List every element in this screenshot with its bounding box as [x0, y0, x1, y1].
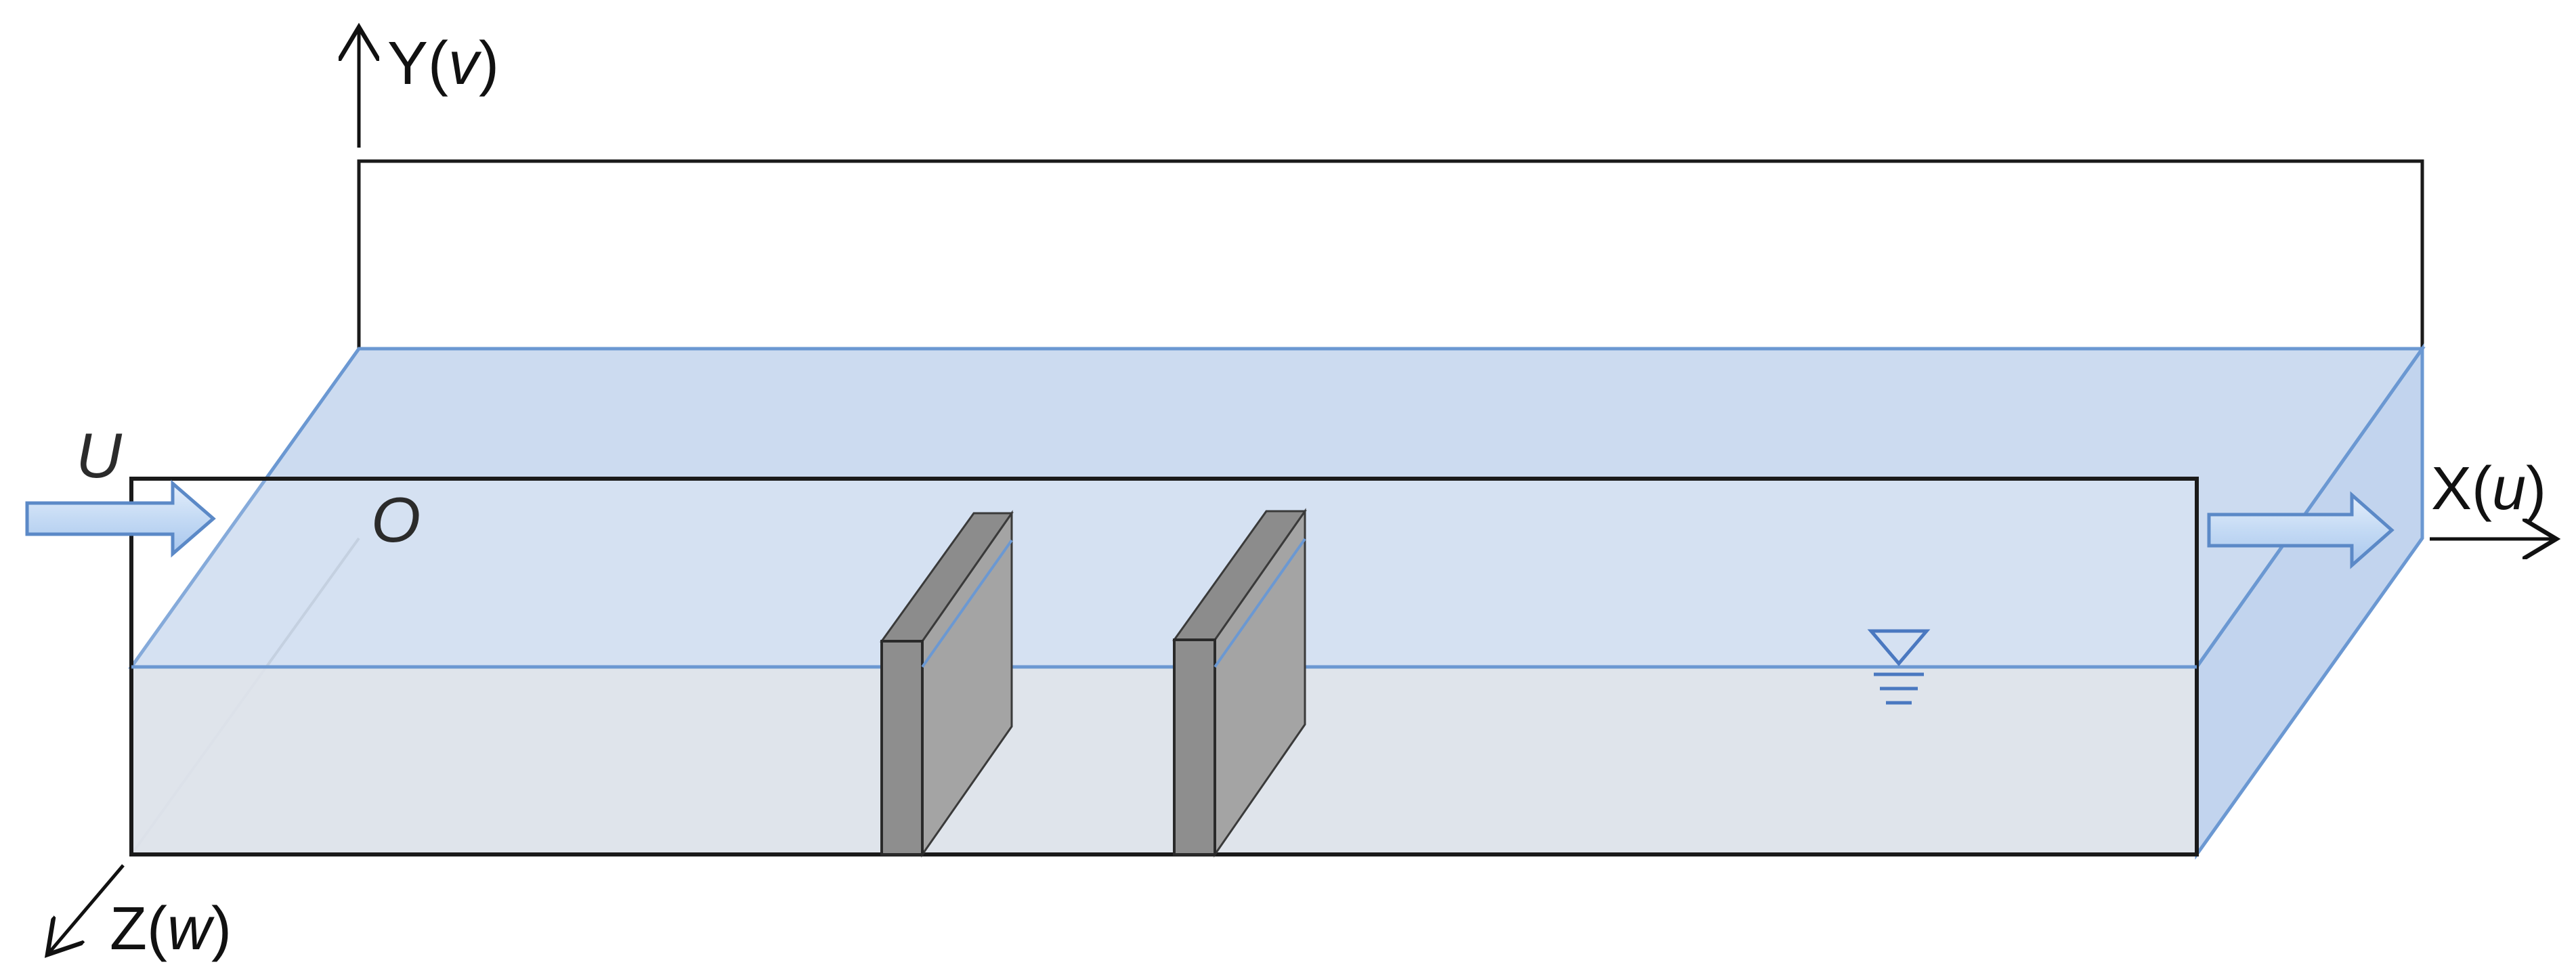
water-front-face: [131, 667, 2197, 854]
baffle-1: [880, 510, 1014, 858]
inflow-velocity-label: U: [76, 420, 123, 491]
origin-label: O: [371, 484, 421, 555]
free-surface-symbol-icon: [1867, 629, 1931, 705]
y-axis-label: Y(v): [387, 30, 499, 97]
baffle-2-front-face: [1173, 638, 1216, 856]
flow-outlet-arrow-icon: [2207, 491, 2395, 569]
z-axis-arrow: [47, 864, 125, 955]
x-axis-label: X(u): [2431, 455, 2546, 523]
baffle-2: [1172, 508, 1307, 858]
z-axis-label: Z(w): [110, 895, 232, 963]
flow-inlet-arrow-icon: [25, 479, 216, 558]
baffle-1-front-face: [880, 640, 924, 856]
baffle-1-waterline: [921, 539, 1013, 668]
baffle-2-waterline: [1214, 538, 1306, 668]
